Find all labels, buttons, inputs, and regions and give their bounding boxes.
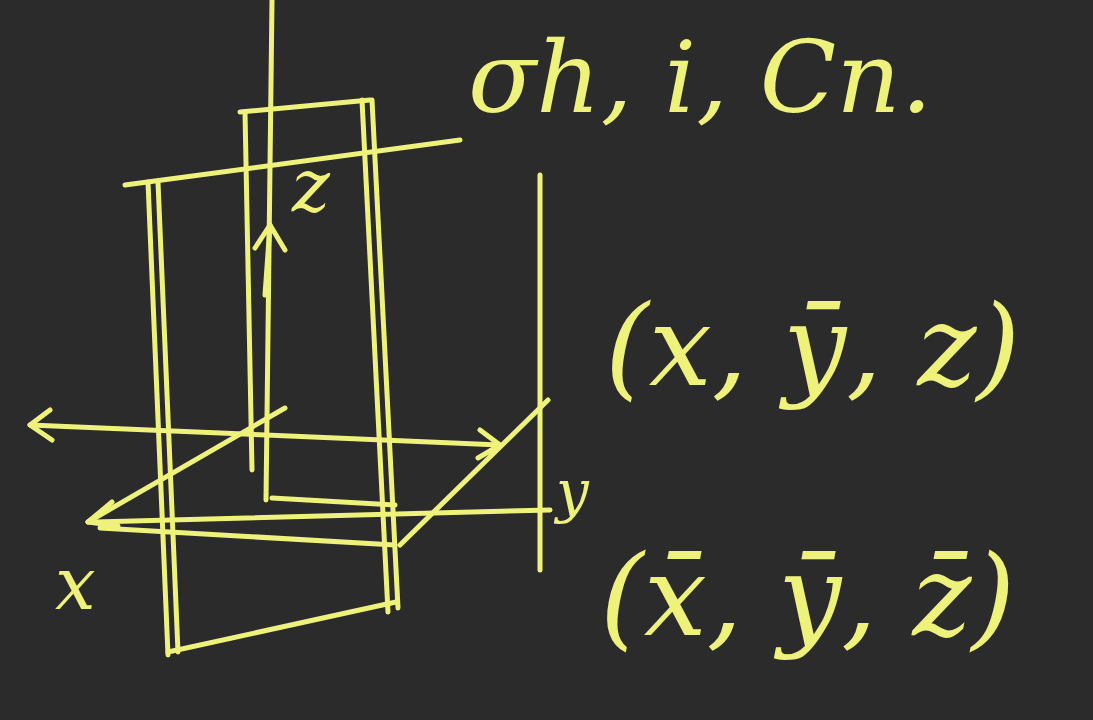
handwritten-label: z (292, 150, 330, 222)
handwritten-label: σh, i, Cn. (468, 28, 933, 128)
handwritten-label: (x̄, ȳ, z̄) (600, 540, 1015, 652)
handwritten-label: (x, ȳ, z) (605, 290, 1020, 402)
handwritten-label: y (556, 462, 589, 520)
handwritten-label: x (55, 548, 96, 620)
